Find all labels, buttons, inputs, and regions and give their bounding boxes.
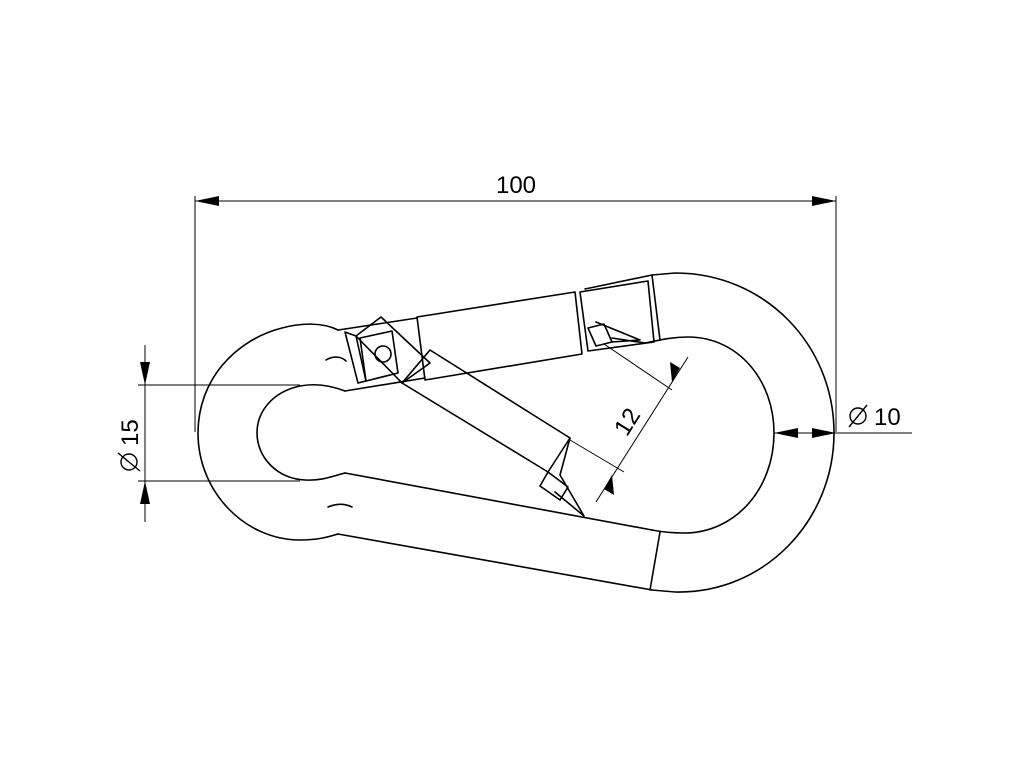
inner-contour-big-end: [644, 336, 775, 534]
dimension-label-wire-diameter: 10: [874, 404, 901, 431]
carabiner-body: [197, 272, 835, 593]
gate-sleeve-right: [579, 280, 655, 352]
dimension-wire-diameter: 10: [774, 404, 912, 438]
dimension-overall-length: 100: [194, 172, 837, 432]
section-line-big-end-bottom: [649, 531, 661, 591]
hinge-block-inner: [359, 330, 399, 382]
arrowhead-inner: [774, 428, 798, 438]
hinge: [344, 316, 431, 384]
diameter-symbol-icon: [117, 452, 141, 472]
gate-open-tip: [539, 471, 569, 501]
gate-open: [401, 349, 585, 517]
gate-open-nose: [554, 437, 585, 517]
hinge-face: [344, 331, 367, 384]
arrowhead-top: [140, 362, 150, 385]
arrowhead-bottom: [140, 481, 150, 504]
hinge-block-outer: [355, 316, 431, 384]
dimension-label-gate-opening: 12: [609, 404, 646, 441]
outer-top-edge: [584, 274, 653, 290]
extension-line-gate-top: [603, 343, 673, 391]
outer-bottom-edge: [337, 533, 653, 591]
inner-contour-small-end: [256, 384, 346, 481]
gate-arm-top: [344, 317, 418, 330]
dimension-eye-diameter: 15: [117, 345, 300, 522]
gate-open-body: [401, 349, 571, 473]
extension-line-gate-bottom: [569, 439, 625, 473]
arrowhead-gate-bottom: [604, 475, 614, 495]
arrowhead-left: [195, 196, 219, 206]
dimension-label-eye-diameter: 15: [117, 419, 144, 446]
hinge-pin: [374, 345, 392, 363]
dimension-label-overall-length: 100: [496, 172, 536, 199]
outer-contour-small-end: [197, 323, 339, 541]
gate-arm-bottom: [344, 377, 426, 392]
small-end-neck-top: [337, 328, 346, 331]
arrowhead-outer: [812, 428, 836, 438]
gate-nose: [595, 321, 641, 343]
tick-mark-upper: [325, 356, 347, 362]
arrowhead-gate-top: [670, 362, 680, 382]
section-line-big-end-top: [651, 274, 661, 341]
arrowhead-right: [812, 196, 836, 206]
diameter-symbol-icon: [848, 404, 868, 428]
inner-bottom-edge: [344, 472, 653, 531]
tick-mark-lower: [327, 503, 353, 508]
dimension-gate-opening: 12: [569, 343, 689, 503]
gate-sleeve-left: [416, 291, 583, 381]
